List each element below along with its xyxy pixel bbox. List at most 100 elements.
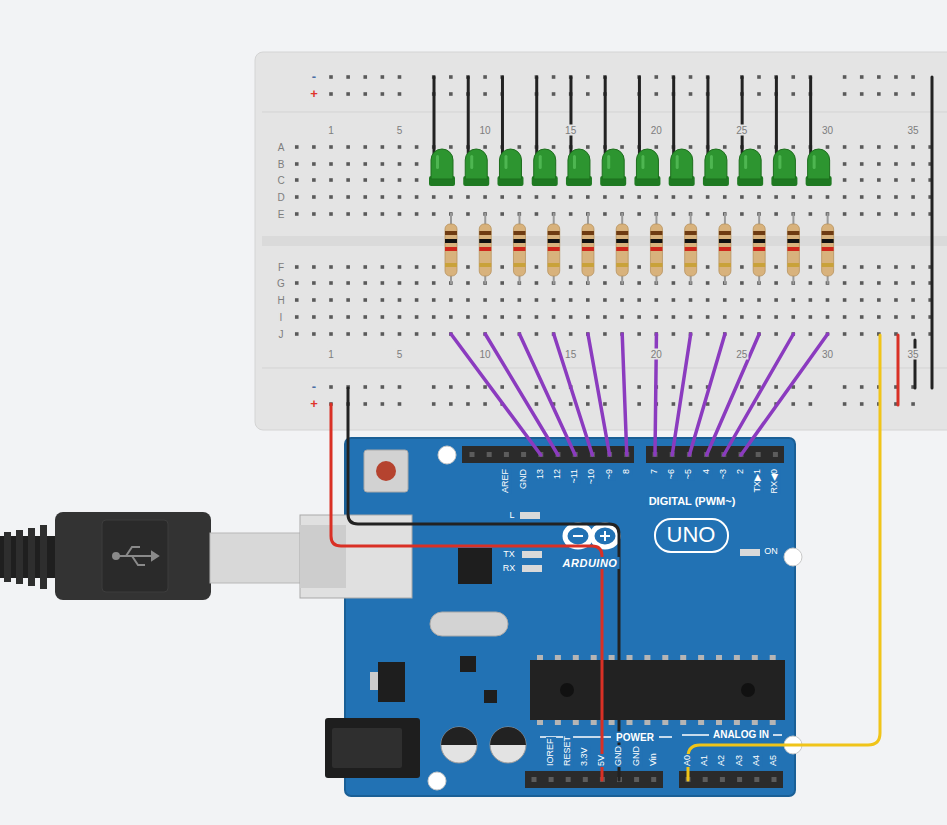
- breadboard-hole: [398, 162, 402, 166]
- chip-pin: [627, 720, 633, 725]
- breadboard-hole: [483, 315, 487, 319]
- chip-pin: [591, 655, 597, 660]
- breadboard-hole: [843, 178, 847, 182]
- resistor-band: [822, 231, 834, 235]
- led: [463, 149, 489, 186]
- row-letter: C: [276, 175, 285, 186]
- breadboard-hole: [911, 332, 915, 336]
- breadboard-hole: [603, 402, 607, 406]
- ground-wire: [604, 77, 607, 156]
- breadboard-hole: [381, 265, 385, 269]
- resistor-symbol: [787, 213, 799, 284]
- resistor-band: [753, 263, 765, 267]
- breadboard-hole: [346, 298, 350, 302]
- breadboard-hole: [620, 298, 624, 302]
- breadboard-hole: [791, 195, 795, 199]
- led: [771, 149, 797, 186]
- ground-wire: [467, 77, 470, 156]
- led-dome: [773, 149, 795, 179]
- strain-relief: [40, 525, 47, 589]
- column-number: 5: [396, 349, 404, 360]
- led-shine: [778, 155, 781, 169]
- breadboard-hole: [911, 178, 915, 182]
- breadboard-hole: [483, 145, 487, 149]
- ground-wire: [706, 77, 709, 156]
- breadboard-hole: [466, 332, 470, 336]
- breadboard-hole: [877, 145, 881, 149]
- l-led: [520, 512, 540, 519]
- led-shine: [436, 155, 439, 169]
- breadboard-hole: [363, 402, 367, 406]
- header-pin: [504, 452, 509, 457]
- breadboard-hole: [723, 145, 727, 149]
- digital-header: [646, 446, 784, 463]
- resistor-band: [445, 231, 457, 235]
- led: [669, 149, 695, 186]
- breadboard-hole: [843, 92, 847, 96]
- section-title: DIGITAL (PWM~): [647, 495, 738, 507]
- breadboard-hole: [809, 332, 813, 336]
- breadboard-hole: [398, 332, 402, 336]
- resistor-band: [650, 239, 662, 243]
- strain-relief: [28, 528, 35, 586]
- breadboard-hole: [381, 178, 385, 182]
- breadboard-hole: [312, 178, 316, 182]
- breadboard-hole: [449, 402, 453, 406]
- breadboard-hole: [877, 92, 881, 96]
- led-dome: [705, 149, 727, 179]
- breadboard-hole: [860, 265, 864, 269]
- breadboard-hole: [894, 145, 898, 149]
- breadboard-hole: [603, 332, 607, 336]
- row-letter: D: [276, 192, 285, 203]
- resistor-body: [822, 224, 834, 276]
- voltage-regulator: [378, 662, 405, 702]
- breadboard-hole: [586, 75, 590, 79]
- pin-name: ~3: [719, 468, 729, 480]
- breadboard-hole: [312, 145, 316, 149]
- header-pin: [549, 777, 554, 782]
- breadboard-hole: [826, 315, 830, 319]
- header-pin: [756, 452, 761, 457]
- breadboard-hole: [826, 195, 830, 199]
- chip-pin: [752, 720, 758, 725]
- breadboard-hole: [432, 315, 436, 319]
- breadboard-hole: [740, 195, 744, 199]
- led-name: L: [508, 511, 515, 521]
- breadboard-hole: [894, 75, 898, 79]
- breadboard-hole: [877, 178, 881, 182]
- breadboard-hole: [432, 332, 436, 336]
- row-letter: A: [277, 142, 286, 153]
- header-pin: [487, 452, 492, 457]
- breadboard-hole: [860, 281, 864, 285]
- rail-sign: +: [309, 87, 319, 101]
- resistor-band: [822, 239, 834, 243]
- model-name: UNO: [667, 523, 716, 547]
- breadboard-hole: [381, 332, 385, 336]
- breadboard-hole: [877, 265, 881, 269]
- resistor-band: [616, 231, 628, 235]
- led-name: TX: [502, 550, 516, 560]
- breadboard-hole: [466, 298, 470, 302]
- header-pin: [532, 777, 537, 782]
- breadboard-hole: [483, 298, 487, 302]
- led-wires: [434, 77, 811, 156]
- breadboard-hole: [774, 315, 778, 319]
- pin-name: 4: [702, 468, 712, 475]
- breadboard-hole: [398, 265, 402, 269]
- breadboard-hole: [911, 75, 915, 79]
- chip-pin: [555, 655, 561, 660]
- resistor-body: [719, 224, 731, 276]
- breadboard-hole: [706, 281, 710, 285]
- breadboard-hole: [398, 145, 402, 149]
- chip-mark: [560, 683, 574, 697]
- column-number: 1: [327, 349, 335, 360]
- breadboard-hole: [843, 281, 847, 285]
- breadboard-hole: [363, 265, 367, 269]
- small-ic: [484, 690, 497, 703]
- breadboard-hole: [432, 385, 436, 389]
- breadboard-hole: [843, 145, 847, 149]
- resistor-body: [513, 224, 525, 276]
- breadboard-hole: [449, 92, 453, 96]
- breadboard-hole: [329, 298, 333, 302]
- breadboard-hole: [363, 162, 367, 166]
